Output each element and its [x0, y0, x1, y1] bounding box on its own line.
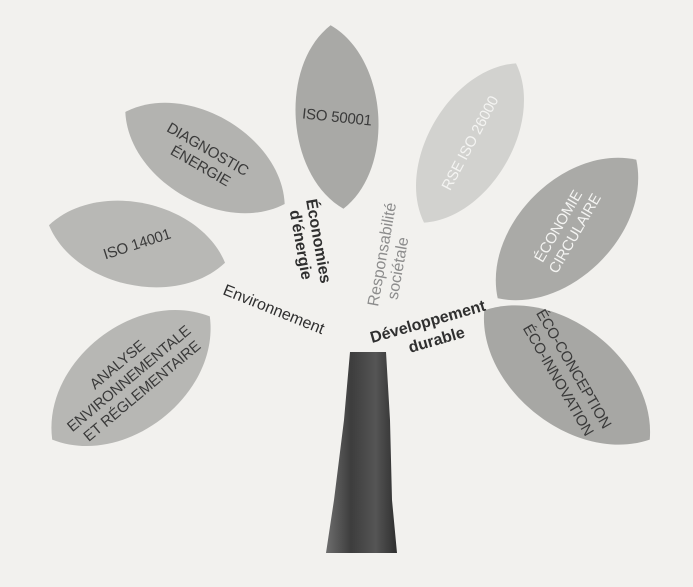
branch-label-developpement-durable: Développement durable	[368, 296, 497, 366]
leaf-diagnostic-energie: DIAGNOSTIC ÉNERGIE	[125, 102, 285, 214]
branch-label-responsabilite-societale: Responsabilité sociétale	[365, 197, 418, 311]
leaf-shape	[125, 102, 285, 214]
branch-label-environnement: Environnement	[221, 282, 328, 338]
leaf-shape	[51, 310, 211, 446]
leaf-iso-50001: ISO 50001	[295, 25, 379, 209]
leaf-shape	[295, 25, 379, 209]
leaf-iso-14001: ISO 14001	[48, 200, 226, 288]
leaf-shape	[484, 305, 650, 445]
tree-trunk	[326, 352, 397, 553]
leaf-economie-circulaire: ÉCONOMIE CIRCULAIRE	[495, 157, 639, 301]
leaf-shape	[416, 63, 524, 223]
leaf-rse-iso-26000: RSE ISO 26000	[416, 63, 524, 223]
leaf-shape	[495, 157, 639, 301]
leaf-analyse-environnementale: ANALYSE ENVIRONNEMENTALE ET RÉGLEMENTAIR…	[51, 310, 211, 446]
leaf-shape	[48, 200, 226, 288]
leaf-eco-conception-innovation: ÉCO-CONCEPTION ÉCO-INNOVATION	[484, 305, 650, 445]
branch-label-economies-energie: Économies d'énergie	[284, 197, 336, 292]
